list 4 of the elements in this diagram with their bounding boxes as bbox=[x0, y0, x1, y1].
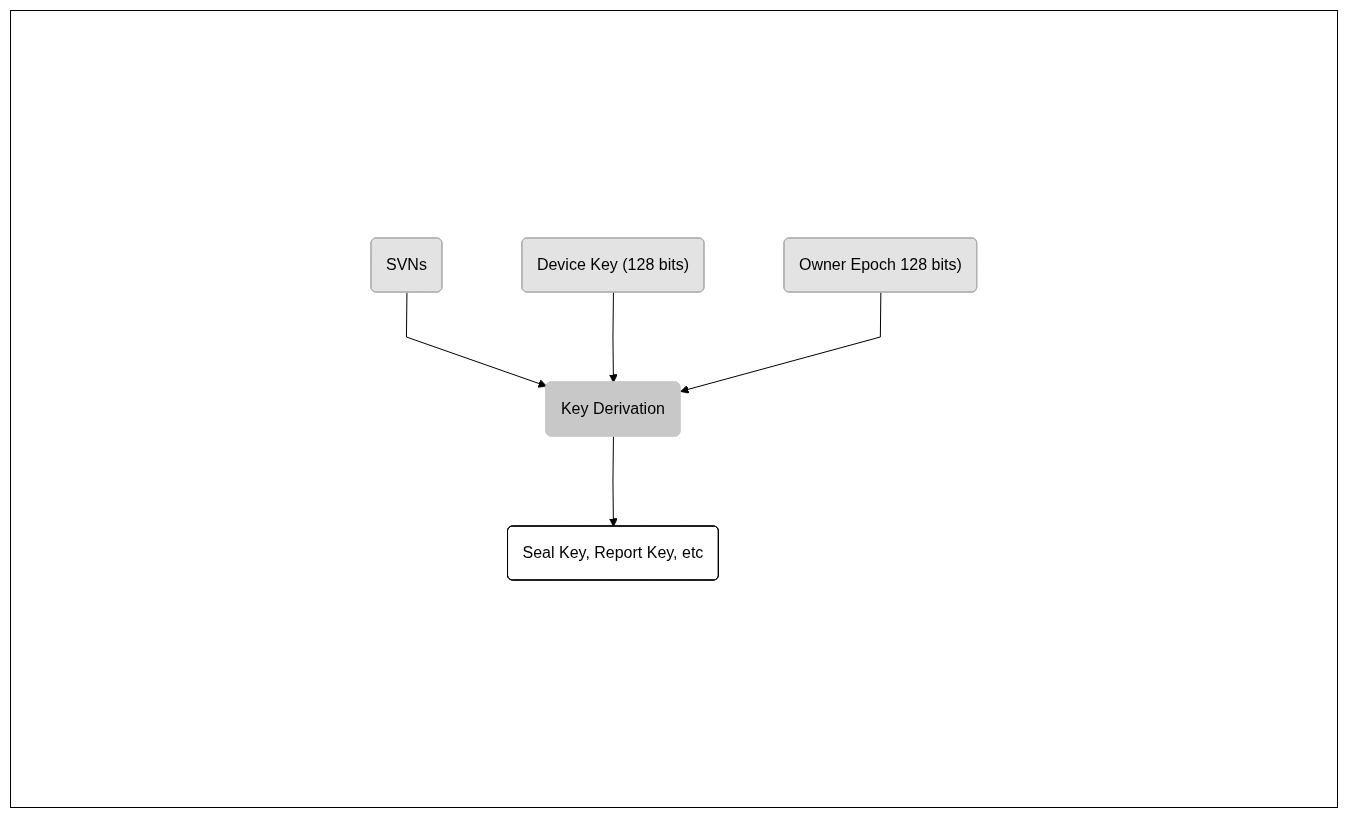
arrow bbox=[609, 292, 618, 383]
arrow bbox=[609, 436, 618, 527]
arrow bbox=[680, 292, 882, 394]
arrow bbox=[406, 292, 548, 388]
